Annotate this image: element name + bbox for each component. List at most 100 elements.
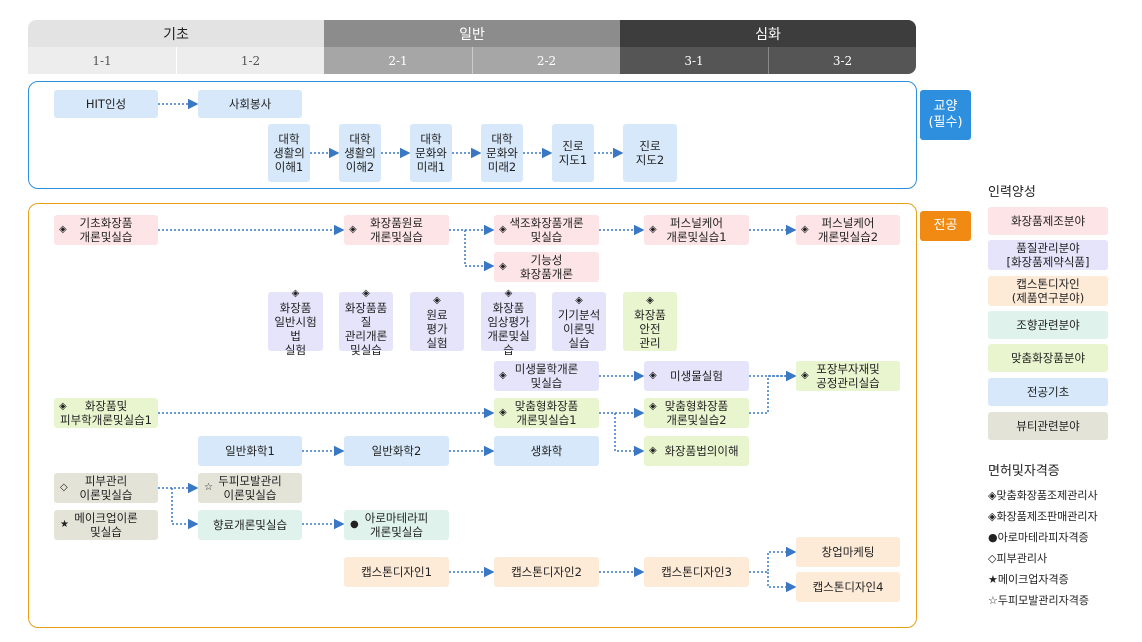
license-mark: ◈ [499, 224, 507, 235]
course-general-chemistry-2[interactable]: 일반화학2 [344, 436, 449, 466]
year-label: 기초 [163, 26, 189, 43]
license-item: ☆두피모발관리자격증 [988, 594, 1089, 607]
legend-item-manufacturing: 화장품제조분야 [988, 207, 1108, 235]
major-frame [28, 203, 917, 628]
course-aromatherapy[interactable]: ● 아로마테라피 개론및실습 [344, 510, 449, 540]
license-mark: ◈ [649, 401, 657, 412]
course-raw-material[interactable]: ◈ 화장품원료 개론및실습 [344, 215, 449, 245]
license-mark: ◈ [646, 294, 654, 306]
license-mark: ● [350, 519, 359, 530]
license-mark: ◈ [349, 224, 357, 235]
term-1-1: 1-1 [28, 47, 177, 74]
course-fragrance[interactable]: 향료개론및실습 [198, 510, 302, 540]
arrow-cap3-cap4 [767, 572, 797, 593]
course-personal-care-2[interactable]: ◈ 퍼스널케어 개론및실습2 [796, 215, 900, 245]
year-header-general: 일반 [324, 20, 620, 47]
license-mark: ◇ [60, 482, 68, 493]
license-mark: ◈ [433, 294, 441, 306]
course-personal-care-1[interactable]: ◈ 퍼스널케어 개론및실습1 [644, 215, 749, 245]
license-mark: ◈ [291, 287, 300, 299]
year-label: 심화 [755, 26, 781, 43]
license-mark: ◈ [499, 261, 507, 272]
legend-item-major-basics: 전공기초 [988, 378, 1108, 406]
course-quality-control[interactable]: ◈ 화장품품질 관리개론 및실습 [339, 288, 393, 357]
major-tag: 전공 [920, 211, 971, 241]
course-raw-evaluation[interactable]: ◈ 원료 평가 실험 [410, 292, 464, 351]
legend-item-capstone: 캡스톤디자인 (제품연구분야) [988, 276, 1108, 306]
course-capstone-2[interactable]: 캡스톤디자인2 [494, 557, 599, 587]
legend-title: 인력양성 [988, 185, 1036, 200]
course-cosmetics-law[interactable]: ◈ 화장품법의이해 [644, 436, 749, 466]
course-packaging[interactable]: ◈ 포장부자재및 공정관리실습 [796, 361, 900, 391]
license-item: ◈화장품제조판매관리자 [988, 510, 1098, 523]
course-general-test[interactable]: ◈ 화장품 일반시험법 실험 [268, 288, 323, 357]
course-skin-cosmetics[interactable]: ◈ 화장품및 피부학개론및실습1 [54, 398, 158, 428]
course-uni-life-1[interactable]: 대학 생활의 이해1 [268, 124, 310, 182]
course-career-1[interactable]: 진로 지도1 [552, 124, 594, 182]
course-general-chemistry-1[interactable]: 일반화학1 [198, 436, 302, 466]
year-label: 일반 [459, 26, 485, 43]
term-1-2: 1-2 [177, 47, 324, 74]
course-microbiology-lab[interactable]: ◈ 미생물실험 [644, 361, 749, 391]
course-instrument-analysis[interactable]: ◈ 기기분석 이론및 실습 [552, 292, 606, 351]
course-basic-cosmetics[interactable]: ◈ 기초화장품 개론및실습 [54, 215, 158, 245]
legend-item-beauty: 뷰티관련분야 [988, 412, 1108, 440]
year-header-advanced: 심화 [620, 20, 916, 47]
license-item: ●아로마테라피자격증 [988, 531, 1089, 544]
license-mark: ◈ [575, 294, 583, 306]
course-volunteer[interactable]: 사회봉사 [198, 90, 302, 118]
license-mark: ★ [60, 519, 69, 530]
license-mark: ◈ [649, 370, 657, 381]
legend-item-quality: 품질관리분야 [화장품제약식품] [988, 240, 1108, 270]
course-capstone-3[interactable]: 캡스톤디자인3 [644, 557, 749, 587]
course-uni-culture-1[interactable]: 대학 문화와 미래1 [410, 124, 452, 182]
license-item: ◇피부관리사 [988, 552, 1048, 565]
course-skin-care[interactable]: ◇ 피부관리 이론및실습 [54, 473, 158, 503]
arrow-custom1-law [614, 413, 645, 457]
license-mark: ◈ [801, 370, 809, 381]
course-uni-culture-2[interactable]: 대학 문화와 미래2 [481, 124, 523, 182]
license-mark: ◈ [499, 370, 507, 381]
course-career-2[interactable]: 진로 지도2 [623, 124, 677, 182]
course-safety-management[interactable]: ◈ 화장품 안전 관리 [623, 292, 677, 351]
license-mark: ◈ [59, 401, 67, 412]
year-header-basic: 기초 [28, 20, 324, 47]
license-mark: ◈ [59, 224, 67, 235]
course-customized-2[interactable]: ◈ 맞춤형화장품 개론및실습2 [644, 398, 749, 428]
course-functional-cosmetics[interactable]: ◈ 기능성 화장품개론 [494, 252, 599, 282]
general-education-frame [28, 81, 917, 189]
arrow-skincare-fragrance [171, 488, 199, 530]
licenses-title: 면허및자격증 [988, 464, 1060, 479]
course-color-cosmetics[interactable]: ◈ 색조화장품개론 및실습 [494, 215, 599, 245]
course-capstone-4[interactable]: 캡스톤디자인4 [796, 572, 900, 602]
license-mark: ◈ [801, 224, 809, 235]
course-makeup[interactable]: ★ 메이크업이론 및실습 [54, 510, 158, 540]
license-item: ◈맞춤화장품조제관리사 [988, 489, 1098, 502]
license-mark: ◈ [499, 407, 507, 418]
license-mark: ☆ [204, 482, 213, 493]
term-3-2: 3-2 [769, 47, 916, 74]
arrow-cap3-startup [749, 546, 797, 573]
course-customized-1[interactable]: ◈ 맞춤형화장품 개론및실습1 [494, 398, 599, 428]
term-3-1: 3-1 [620, 47, 769, 74]
course-uni-life-2[interactable]: 대학 생활의 이해2 [339, 124, 381, 182]
license-mark: ◈ [649, 224, 657, 235]
license-mark: ◈ [362, 287, 370, 299]
course-startup-marketing[interactable]: 창업마케팅 [796, 537, 900, 567]
license-mark: ◈ [649, 445, 657, 456]
license-item: ★메이크업자격증 [988, 573, 1069, 586]
arrow-custom2-packaging [749, 370, 797, 414]
legend-item-fragrance: 조향관련분야 [988, 311, 1108, 339]
term-2-2: 2-2 [473, 47, 620, 74]
course-biochemistry[interactable]: 생화학 [494, 436, 599, 466]
license-mark: ◈ [504, 287, 513, 299]
general-education-tag: 교양 (필수) [920, 90, 971, 140]
course-clinical-evaluation[interactable]: ◈ 화장품 임상평가 개론및실습 [481, 288, 536, 357]
term-2-1: 2-1 [324, 47, 473, 74]
course-capstone-1[interactable]: 캡스톤디자인1 [344, 557, 449, 587]
course-scalp-hair[interactable]: ☆ 두피모발관리 이론및실습 [198, 473, 302, 503]
course-hit[interactable]: HIT인성 [54, 90, 158, 118]
legend-item-customized: 맞춤화장품분야 [988, 344, 1108, 372]
course-microbiology[interactable]: ◈ 미생물학개론 및실습 [494, 361, 599, 391]
